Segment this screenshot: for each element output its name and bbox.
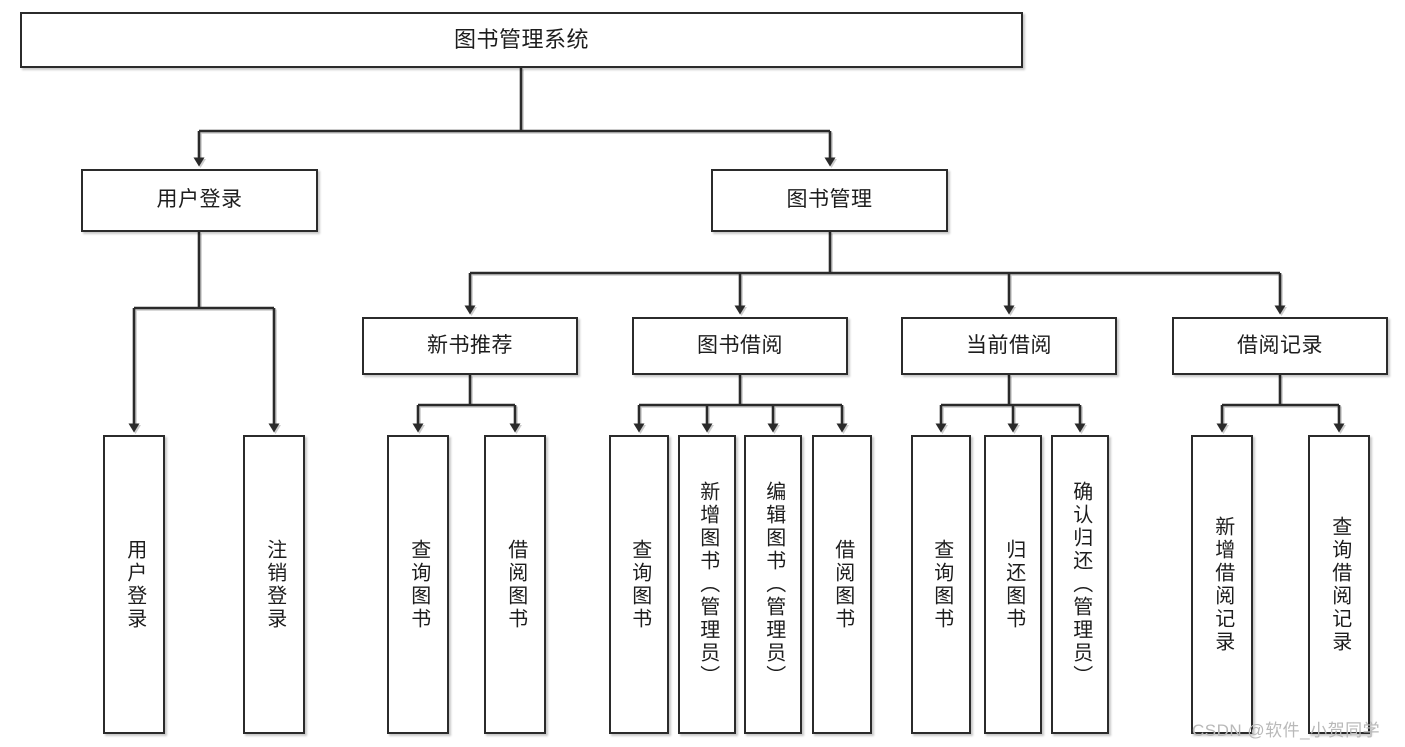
node-label: 编辑图书（管理员） — [762, 481, 785, 688]
node-root-system[interactable]: 图书管理系统 — [20, 12, 1023, 68]
node-label: 借阅图书 — [504, 538, 527, 631]
node-label: 新书推荐 — [427, 333, 513, 357]
node-label: 新增借阅记录 — [1211, 515, 1234, 654]
node-leaf-add-borrow-record[interactable]: 新增借阅记录 — [1191, 435, 1253, 734]
node-book-management[interactable]: 图书管理 — [711, 169, 948, 232]
node-new-book-recommend[interactable]: 新书推荐 — [362, 317, 578, 375]
node-borrow-record[interactable]: 借阅记录 — [1172, 317, 1388, 375]
node-label: 查询图书 — [407, 538, 430, 631]
node-user-login[interactable]: 用户登录 — [81, 169, 318, 232]
node-leaf-query-book-current[interactable]: 查询图书 — [911, 435, 971, 734]
node-leaf-borrow-book[interactable]: 借阅图书 — [812, 435, 872, 734]
node-label: 借阅图书 — [831, 538, 854, 631]
node-leaf-query-borrow-record[interactable]: 查询借阅记录 — [1308, 435, 1370, 734]
node-label: 查询借阅记录 — [1328, 515, 1351, 654]
node-label: 新增图书（管理员） — [696, 481, 719, 688]
node-label: 归还图书 — [1002, 538, 1025, 631]
node-leaf-user-login[interactable]: 用户登录 — [103, 435, 165, 734]
node-leaf-query-book-recommend[interactable]: 查询图书 — [387, 435, 449, 734]
node-label: 用户登录 — [156, 188, 243, 212]
node-leaf-query-book-borrow[interactable]: 查询图书 — [609, 435, 669, 734]
node-label: 图书借阅 — [697, 333, 783, 357]
node-leaf-return-book[interactable]: 归还图书 — [984, 435, 1042, 734]
node-label: 借阅记录 — [1237, 333, 1323, 357]
node-current-borrow[interactable]: 当前借阅 — [901, 317, 1117, 375]
node-leaf-confirm-return-admin[interactable]: 确认归还（管理员） — [1051, 435, 1109, 734]
node-label: 用户登录 — [123, 538, 146, 631]
node-label: 查询图书 — [930, 538, 953, 631]
csdn-watermark: CSDN @软件_小贺同学 — [1192, 721, 1381, 740]
node-label: 注销登录 — [263, 538, 286, 631]
node-label: 确认归还（管理员） — [1069, 481, 1092, 688]
node-leaf-borrow-book-recommend[interactable]: 借阅图书 — [484, 435, 546, 734]
node-label: 查询图书 — [628, 538, 651, 631]
node-leaf-logout-login[interactable]: 注销登录 — [243, 435, 305, 734]
node-leaf-add-book-admin[interactable]: 新增图书（管理员） — [678, 435, 736, 734]
node-book-borrow[interactable]: 图书借阅 — [632, 317, 848, 375]
node-label: 当前借阅 — [966, 333, 1052, 357]
node-leaf-edit-book-admin[interactable]: 编辑图书（管理员） — [744, 435, 802, 734]
node-label: 图书管理系统 — [453, 27, 589, 53]
node-label: 图书管理 — [786, 188, 873, 212]
